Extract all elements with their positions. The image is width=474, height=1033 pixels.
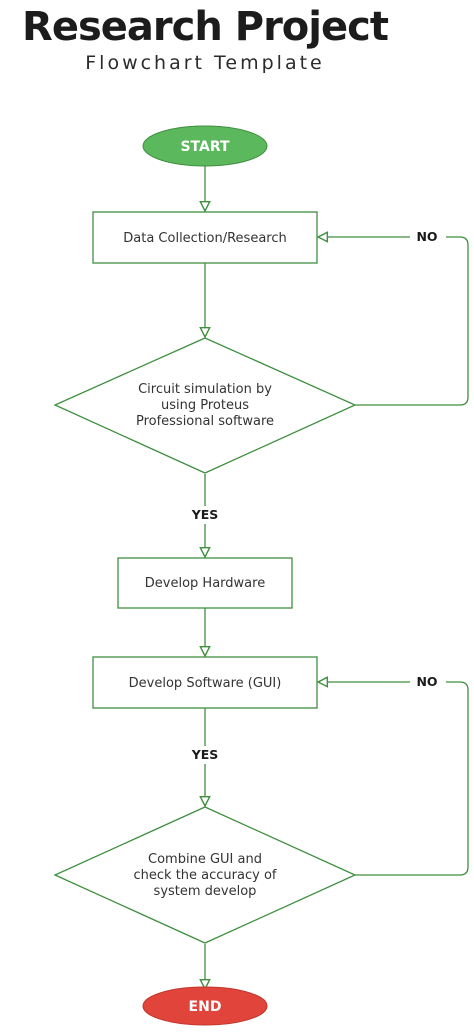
simulation-label-line-2: using Proteus bbox=[161, 398, 249, 413]
page-subtitle: Flowchart Template bbox=[85, 52, 325, 74]
simulation-label-line-1: Circuit simulation by bbox=[138, 382, 272, 397]
hardware-box bbox=[117, 557, 293, 609]
software-label: Develop Software (GUI) bbox=[129, 676, 282, 691]
page-title: Research Project bbox=[22, 4, 389, 50]
combine-label-line-1: Combine GUI and bbox=[148, 852, 262, 867]
software-box bbox=[92, 656, 318, 709]
combine-label-line-3: system develop bbox=[154, 884, 257, 899]
combine-label-line-2: check the accuracy of bbox=[134, 868, 277, 883]
edge-label-bg-yes-2 bbox=[186, 746, 224, 764]
connector-loop-no-2 bbox=[318, 682, 469, 876]
end-label: END bbox=[189, 999, 222, 1015]
edge-label-yes-2: YES bbox=[191, 747, 219, 762]
edge-label-bg-yes-1 bbox=[186, 506, 224, 524]
edge-label-no-1: NO bbox=[416, 229, 437, 244]
start-terminal bbox=[142, 125, 268, 167]
hardware-label: Develop Hardware bbox=[145, 576, 265, 591]
data-collection-box bbox=[92, 211, 318, 264]
connector-loop-no-1 bbox=[318, 237, 469, 406]
start-label: START bbox=[180, 139, 230, 155]
edge-label-no-2: NO bbox=[416, 674, 437, 689]
end-terminal bbox=[142, 986, 268, 1026]
simulation-label-line-3: Professional software bbox=[136, 414, 274, 429]
data-collection-label: Data Collection/Research bbox=[123, 231, 286, 246]
simulation-decision bbox=[53, 337, 357, 474]
edge-label-yes-1: YES bbox=[191, 507, 219, 522]
edge-label-bg-no-1 bbox=[410, 228, 446, 246]
edge-label-bg-no-2 bbox=[410, 673, 446, 691]
combine-decision bbox=[53, 806, 357, 944]
